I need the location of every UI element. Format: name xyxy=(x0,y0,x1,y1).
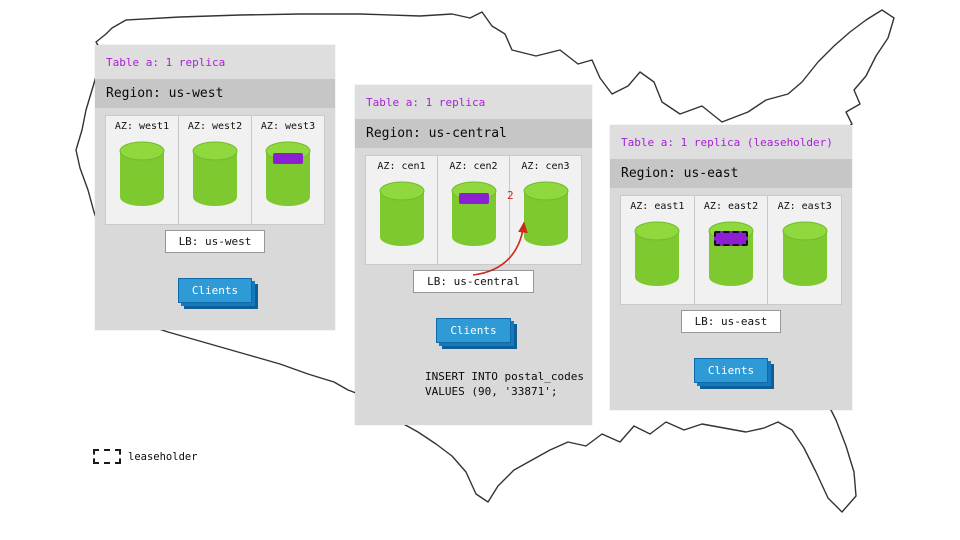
table-replica-title: Table a: 1 replica xyxy=(95,45,335,79)
az-container: AZ: east1 AZ: east2 AZ: east3 xyxy=(620,195,842,305)
database-cylinder xyxy=(708,221,754,286)
sql-statement: INSERT INTO postal_codes VALUES (90, '33… xyxy=(425,369,592,399)
clients-button: Clients xyxy=(693,358,769,383)
leaseholder-swatch-icon xyxy=(93,449,121,464)
database-cylinder xyxy=(782,221,828,286)
cylinder-icon xyxy=(451,181,496,246)
load-balancer-box: LB: us-west xyxy=(164,230,266,253)
clients-button: Clients xyxy=(436,318,511,343)
az-column-cen2: AZ: cen2 xyxy=(438,156,510,264)
az-column-west2: AZ: west2 xyxy=(179,116,252,224)
leaseholder-replica-marker xyxy=(714,231,748,246)
region-label: Region: us-east xyxy=(610,159,852,188)
az-label: AZ: east1 xyxy=(630,201,685,212)
database-cylinder xyxy=(265,141,311,206)
az-label: AZ: west2 xyxy=(187,121,243,132)
az-column-cen3: AZ: cen3 xyxy=(510,156,581,264)
region-panel-us-central: Table a: 1 replica Region: us-central AZ… xyxy=(355,85,592,425)
sql-line-1: INSERT INTO postal_codes xyxy=(425,370,584,383)
cylinder-icon xyxy=(782,221,828,286)
cylinder-icon xyxy=(634,221,680,286)
az-label: AZ: west3 xyxy=(260,121,316,132)
database-cylinder xyxy=(119,141,165,206)
cylinder-icon xyxy=(523,181,568,246)
sql-line-2: VALUES (90, '33871'; xyxy=(425,385,558,398)
az-label: AZ: east3 xyxy=(777,201,832,212)
database-cylinder xyxy=(192,141,238,206)
cylinder-icon xyxy=(192,141,238,206)
table-replica-title: Table a: 1 replica (leaseholder) xyxy=(610,125,852,159)
region-panel-us-east: Table a: 1 replica (leaseholder) Region:… xyxy=(610,125,852,410)
cylinder-icon xyxy=(265,141,311,206)
az-column-west1: AZ: west1 xyxy=(106,116,179,224)
region-panel-us-west: Table a: 1 replica Region: us-west AZ: w… xyxy=(95,45,335,330)
az-container: AZ: west1 AZ: west2 AZ: west3 xyxy=(105,115,325,225)
database-cylinder xyxy=(523,181,569,246)
database-cylinder xyxy=(634,221,680,286)
az-label: AZ: cen2 xyxy=(449,161,498,172)
az-column-cen1: AZ: cen1 xyxy=(366,156,438,264)
cylinder-icon xyxy=(119,141,165,206)
table-replica-title: Table a: 1 replica xyxy=(355,85,592,119)
clients-button: Clients xyxy=(177,278,253,303)
load-balancer-box: LB: us-central xyxy=(413,270,534,293)
load-balancer-box: LB: us-east xyxy=(680,310,782,333)
az-label: AZ: east2 xyxy=(703,201,759,212)
az-label: AZ: cen3 xyxy=(521,161,570,172)
replica-marker xyxy=(458,193,489,204)
database-cylinder xyxy=(379,181,425,246)
database-cylinder xyxy=(451,181,497,246)
az-container: AZ: cen1 AZ: cen2 AZ: cen3 xyxy=(365,155,582,265)
region-label: Region: us-central xyxy=(355,119,592,148)
az-column-west3: AZ: west3 xyxy=(252,116,324,224)
region-label: Region: us-west xyxy=(95,79,335,108)
az-column-east1: AZ: east1 xyxy=(621,196,695,304)
az-column-east2: AZ: east2 xyxy=(695,196,769,304)
cylinder-icon xyxy=(379,181,424,246)
az-label: AZ: west1 xyxy=(114,121,170,132)
legend: leaseholder xyxy=(93,449,198,464)
az-label: AZ: cen1 xyxy=(377,161,426,172)
az-column-east3: AZ: east3 xyxy=(768,196,841,304)
legend-label: leaseholder xyxy=(128,450,198,463)
replica-marker xyxy=(273,153,303,164)
